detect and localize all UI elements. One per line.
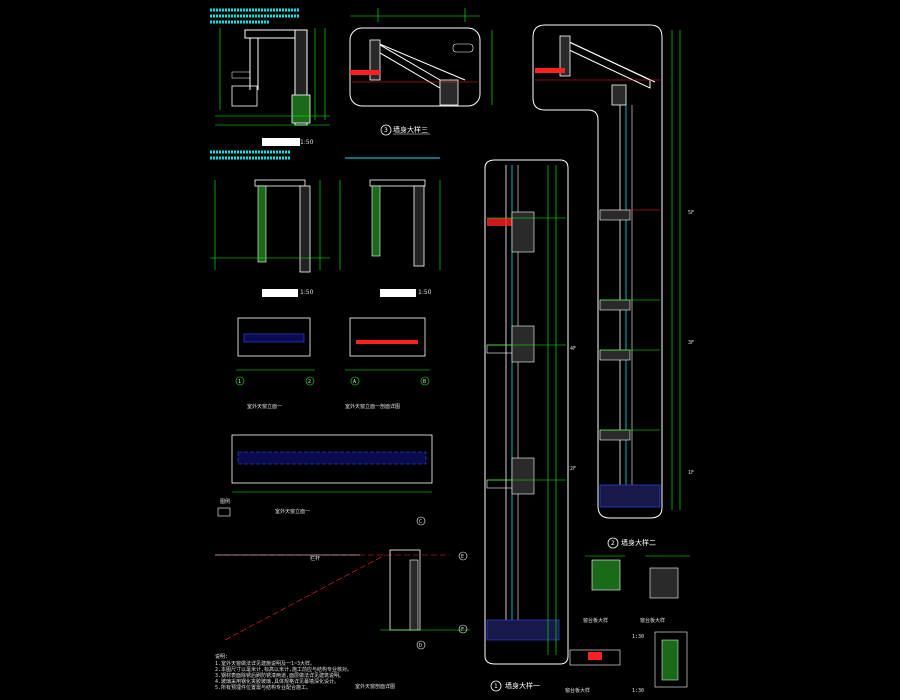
callout-circle-2 — [607, 537, 619, 549]
elev-long-title: 室外天窗立面一 — [275, 508, 310, 515]
detail-3-title: 墙身大样三 — [393, 125, 428, 134]
skylight-elevation-2: 室外天窗立面一剖面详图 — [345, 317, 430, 410]
elev-1-title: 室外天窗立面一 — [247, 403, 282, 410]
scale-label: 1:50 — [300, 139, 314, 146]
elev-2-title: 室外天窗立面一剖面详图 — [345, 403, 400, 410]
skylight-section-bottom: 栏杆 室外天窗剖面详图 — [215, 516, 470, 690]
detail-1-wall-section: 4F 2F 1 墙身大样一 — [484, 159, 576, 692]
axis-markers: 1 2 A B C D E F — [238, 379, 464, 649]
axis-label: 1 — [238, 379, 241, 385]
floor-mark: 2F — [570, 466, 576, 472]
detail-2-title: 墙身大样二 — [621, 538, 656, 547]
scale-label: 1:30 — [632, 688, 644, 694]
detail-1-title: 墙身大样一 — [505, 681, 540, 690]
detail-3-panel: 3 墙身大样三 — [349, 8, 493, 136]
skylight-elevation-1: 室外天窗立面一 — [235, 317, 315, 410]
axis-label: D — [419, 643, 422, 649]
axis-label: 2 — [308, 379, 311, 385]
axis-label: C — [419, 519, 422, 525]
note-line: 2.本图尺寸以毫米计,标高以米计,施工前应与结构专业核对。 — [215, 666, 352, 673]
small-a-title: 窗台板大样 — [583, 617, 608, 624]
note-line: 4.玻璃采用钢化夹胶玻璃,具体规格详见幕墙深化设计。 — [215, 678, 339, 685]
note-line: 3.钢材表面除锈后刷防锈漆两道,面层做法详见建筑说明。 — [215, 672, 344, 679]
eave-detail-b: 1:50 — [339, 157, 441, 297]
axis-label: F — [461, 627, 464, 633]
legend-label: 图例 — [220, 498, 230, 505]
skylight-elevation-long: 图例 室外天窗立面一 — [217, 434, 433, 517]
notes-heading: 说明: — [215, 653, 228, 660]
floor-mark: 5F — [688, 210, 694, 216]
small-details: 窗台板大样 窗台板大样 窗台板大样 1:30 1:30 — [565, 555, 690, 694]
floor-mark: 4F — [570, 346, 576, 352]
scale-label: 1:30 — [632, 634, 644, 640]
callout-circle-3 — [380, 124, 392, 136]
note-line: 1.室外天窗做法详见建施说明及一1~3大样。 — [215, 660, 315, 667]
general-notes: 说明: 1.室外天窗做法详见建施说明及一1~3大样。 2.本图尺寸以毫米计,标高… — [215, 653, 352, 691]
callout-3-label: 3 — [384, 127, 388, 134]
callout-1-label: 1 — [494, 683, 498, 690]
floor-mark: 1F — [688, 470, 694, 476]
scale-label: 1:50 — [418, 289, 432, 296]
floor-mark: 3F — [688, 340, 694, 346]
bottom-label: 栏杆 — [310, 555, 320, 562]
note-line: 5.所有预埋件位置需与结构专业配合施工。 — [215, 684, 311, 691]
small-b-title: 窗台板大样 — [640, 617, 665, 624]
legend-box — [217, 507, 231, 517]
axis-label: B — [423, 379, 426, 385]
scale-label: 1:50 — [300, 289, 314, 296]
callout-circle-1 — [490, 680, 502, 692]
axis-label: E — [461, 554, 464, 560]
roof-detail-top-left: 1:50 — [210, 8, 330, 146]
callout-2-label: 2 — [611, 540, 615, 547]
eave-detail-a: 1:50 — [210, 150, 330, 297]
axis-label: A — [353, 379, 356, 385]
section-bottom-title: 室外天窗剖面详图 — [355, 683, 395, 690]
small-c-title: 窗台板大样 — [565, 687, 590, 694]
detail-2-wall-section: 5F 3F 1F 2 墙身大样二 — [532, 24, 694, 549]
